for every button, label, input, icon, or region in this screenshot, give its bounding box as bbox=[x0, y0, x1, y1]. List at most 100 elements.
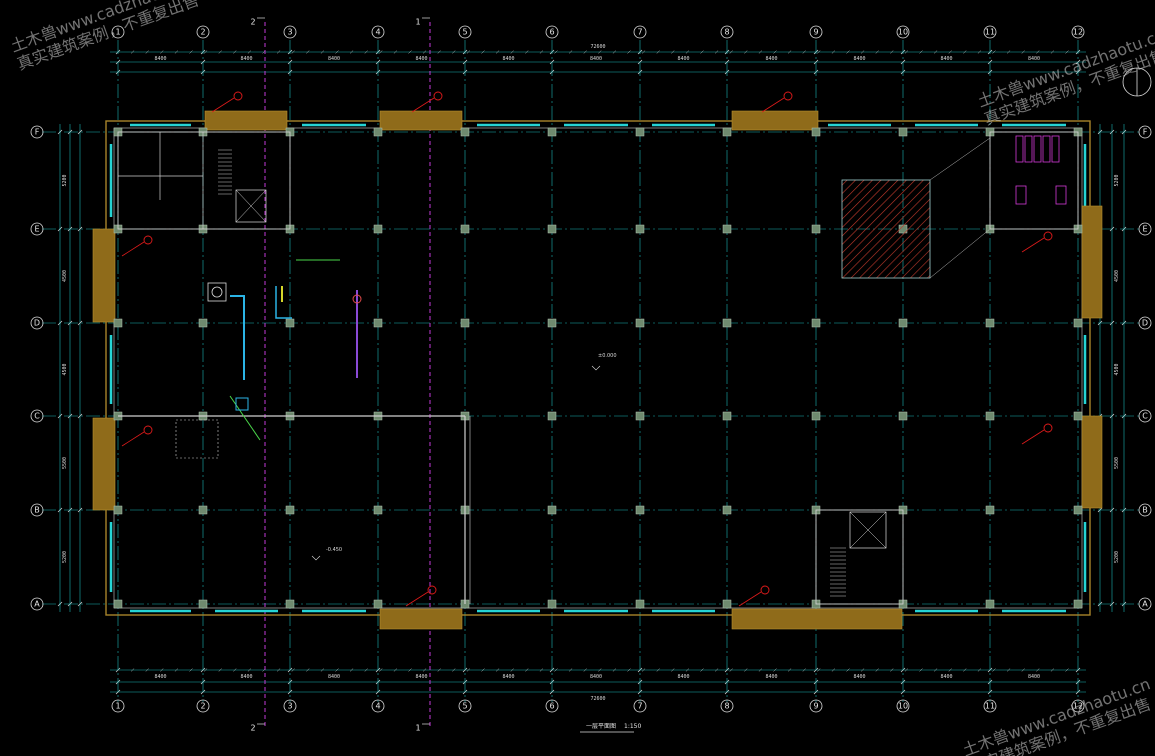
dimension-subtick bbox=[466, 50, 471, 54]
dimension-subtick bbox=[393, 668, 398, 672]
column bbox=[985, 411, 995, 421]
dimension-subtick bbox=[306, 50, 310, 54]
dimension-subtick bbox=[247, 668, 252, 672]
dimension-subtick bbox=[758, 50, 763, 54]
dimension-subtick bbox=[992, 668, 996, 672]
row-axis-label-right: E bbox=[1142, 225, 1147, 234]
dimension-subtick bbox=[364, 50, 368, 54]
dimension-tick bbox=[77, 507, 83, 513]
dimension-subtick bbox=[510, 668, 514, 672]
dimension-subtick bbox=[568, 668, 573, 672]
equipment-area bbox=[175, 419, 219, 459]
bay-dimension-top: 8400 bbox=[415, 56, 427, 62]
loading-door bbox=[379, 608, 463, 630]
axis-bubble bbox=[30, 597, 44, 611]
dimension-subtick bbox=[218, 50, 222, 54]
detail-callout bbox=[783, 91, 793, 101]
dimension-subtick bbox=[291, 668, 295, 672]
dimension-subtick bbox=[364, 668, 368, 672]
detail-callout bbox=[433, 91, 443, 101]
pipe-blue bbox=[275, 286, 292, 319]
dimension-tick bbox=[77, 320, 83, 326]
dimension-subtick bbox=[919, 50, 923, 54]
axis-bubble bbox=[545, 699, 559, 713]
room-outline bbox=[117, 131, 291, 230]
axis-bubble bbox=[633, 699, 647, 713]
column bbox=[460, 318, 470, 328]
callout-leader bbox=[411, 97, 435, 113]
dimension-subtick bbox=[992, 50, 996, 54]
dimension-subtick bbox=[1065, 50, 1069, 54]
dimension-subtick bbox=[583, 668, 587, 672]
dimension-subtick bbox=[189, 668, 193, 672]
inner-wall bbox=[113, 127, 1083, 609]
dimension-subtick bbox=[189, 50, 193, 54]
dimension-subtick bbox=[831, 50, 836, 54]
column bbox=[373, 318, 383, 328]
overall-dimension-top: 72600 bbox=[590, 44, 605, 50]
dimension-subtick bbox=[846, 50, 850, 54]
dimension-subtick bbox=[744, 668, 748, 672]
column-axis-label-top: 11 bbox=[985, 28, 995, 37]
loading-door bbox=[1081, 205, 1103, 319]
axis-bubble bbox=[30, 316, 44, 330]
callout-leader bbox=[738, 591, 762, 607]
dimension-subtick bbox=[919, 668, 923, 672]
column-axis-label-top: 6 bbox=[549, 28, 554, 37]
column bbox=[811, 127, 821, 137]
dimension-tick bbox=[77, 226, 83, 232]
column bbox=[113, 318, 123, 328]
bay-dimension-right: 5200 bbox=[1114, 551, 1120, 563]
column bbox=[722, 127, 732, 137]
dimension-subtick bbox=[203, 50, 208, 54]
row-axis-label-left: C bbox=[34, 412, 40, 421]
dimension-subtick bbox=[963, 668, 967, 672]
row-axis-label-right: A bbox=[1142, 600, 1148, 609]
callout-leader bbox=[1021, 237, 1045, 253]
column bbox=[460, 224, 470, 234]
dimension-subtick bbox=[247, 50, 252, 54]
dimension-subtick bbox=[627, 50, 631, 54]
column-axis-label-top: 2 bbox=[200, 28, 205, 37]
level-mark-center: ±0.000 bbox=[598, 353, 617, 359]
toilet-stall bbox=[1033, 135, 1042, 163]
dimension-tick bbox=[77, 129, 83, 135]
detail-callout bbox=[760, 585, 770, 595]
dimension-subtick bbox=[831, 668, 836, 672]
column bbox=[285, 599, 295, 609]
dimension-subtick bbox=[320, 668, 325, 672]
interior-partitions bbox=[117, 131, 1079, 605]
column bbox=[198, 599, 208, 609]
axis-bubble bbox=[30, 503, 44, 517]
detail-leader bbox=[929, 228, 991, 279]
dimension-subtick bbox=[174, 668, 179, 672]
level-symbol bbox=[311, 555, 321, 561]
column-axis-label-bottom: 8 bbox=[724, 702, 729, 711]
axis-bubble bbox=[720, 699, 734, 713]
dimension-subtick bbox=[933, 50, 938, 54]
axis-bubble bbox=[1138, 503, 1152, 517]
detail-callout bbox=[143, 235, 153, 245]
axis-bubble bbox=[545, 25, 559, 39]
column bbox=[635, 599, 645, 609]
column bbox=[898, 318, 908, 328]
column bbox=[373, 224, 383, 234]
axis-bubble bbox=[983, 25, 997, 39]
dimension-subtick bbox=[1006, 668, 1011, 672]
dimension-lines: 7260072600840084008400840084008400840084… bbox=[57, 44, 1127, 702]
axis-bubble bbox=[283, 699, 297, 713]
row-axis-label-left: F bbox=[35, 128, 40, 137]
bay-dimension-top: 8400 bbox=[677, 56, 689, 62]
dimension-subtick bbox=[612, 50, 617, 54]
axis-bubble bbox=[809, 699, 823, 713]
column bbox=[460, 127, 470, 137]
dimension-subtick bbox=[977, 50, 982, 54]
bay-dimension-top: 8400 bbox=[590, 56, 602, 62]
column bbox=[1073, 599, 1083, 609]
loading-door bbox=[731, 110, 819, 131]
equipment-box bbox=[207, 282, 227, 302]
dimension-subtick bbox=[437, 50, 441, 54]
axis-bubble bbox=[1138, 597, 1152, 611]
